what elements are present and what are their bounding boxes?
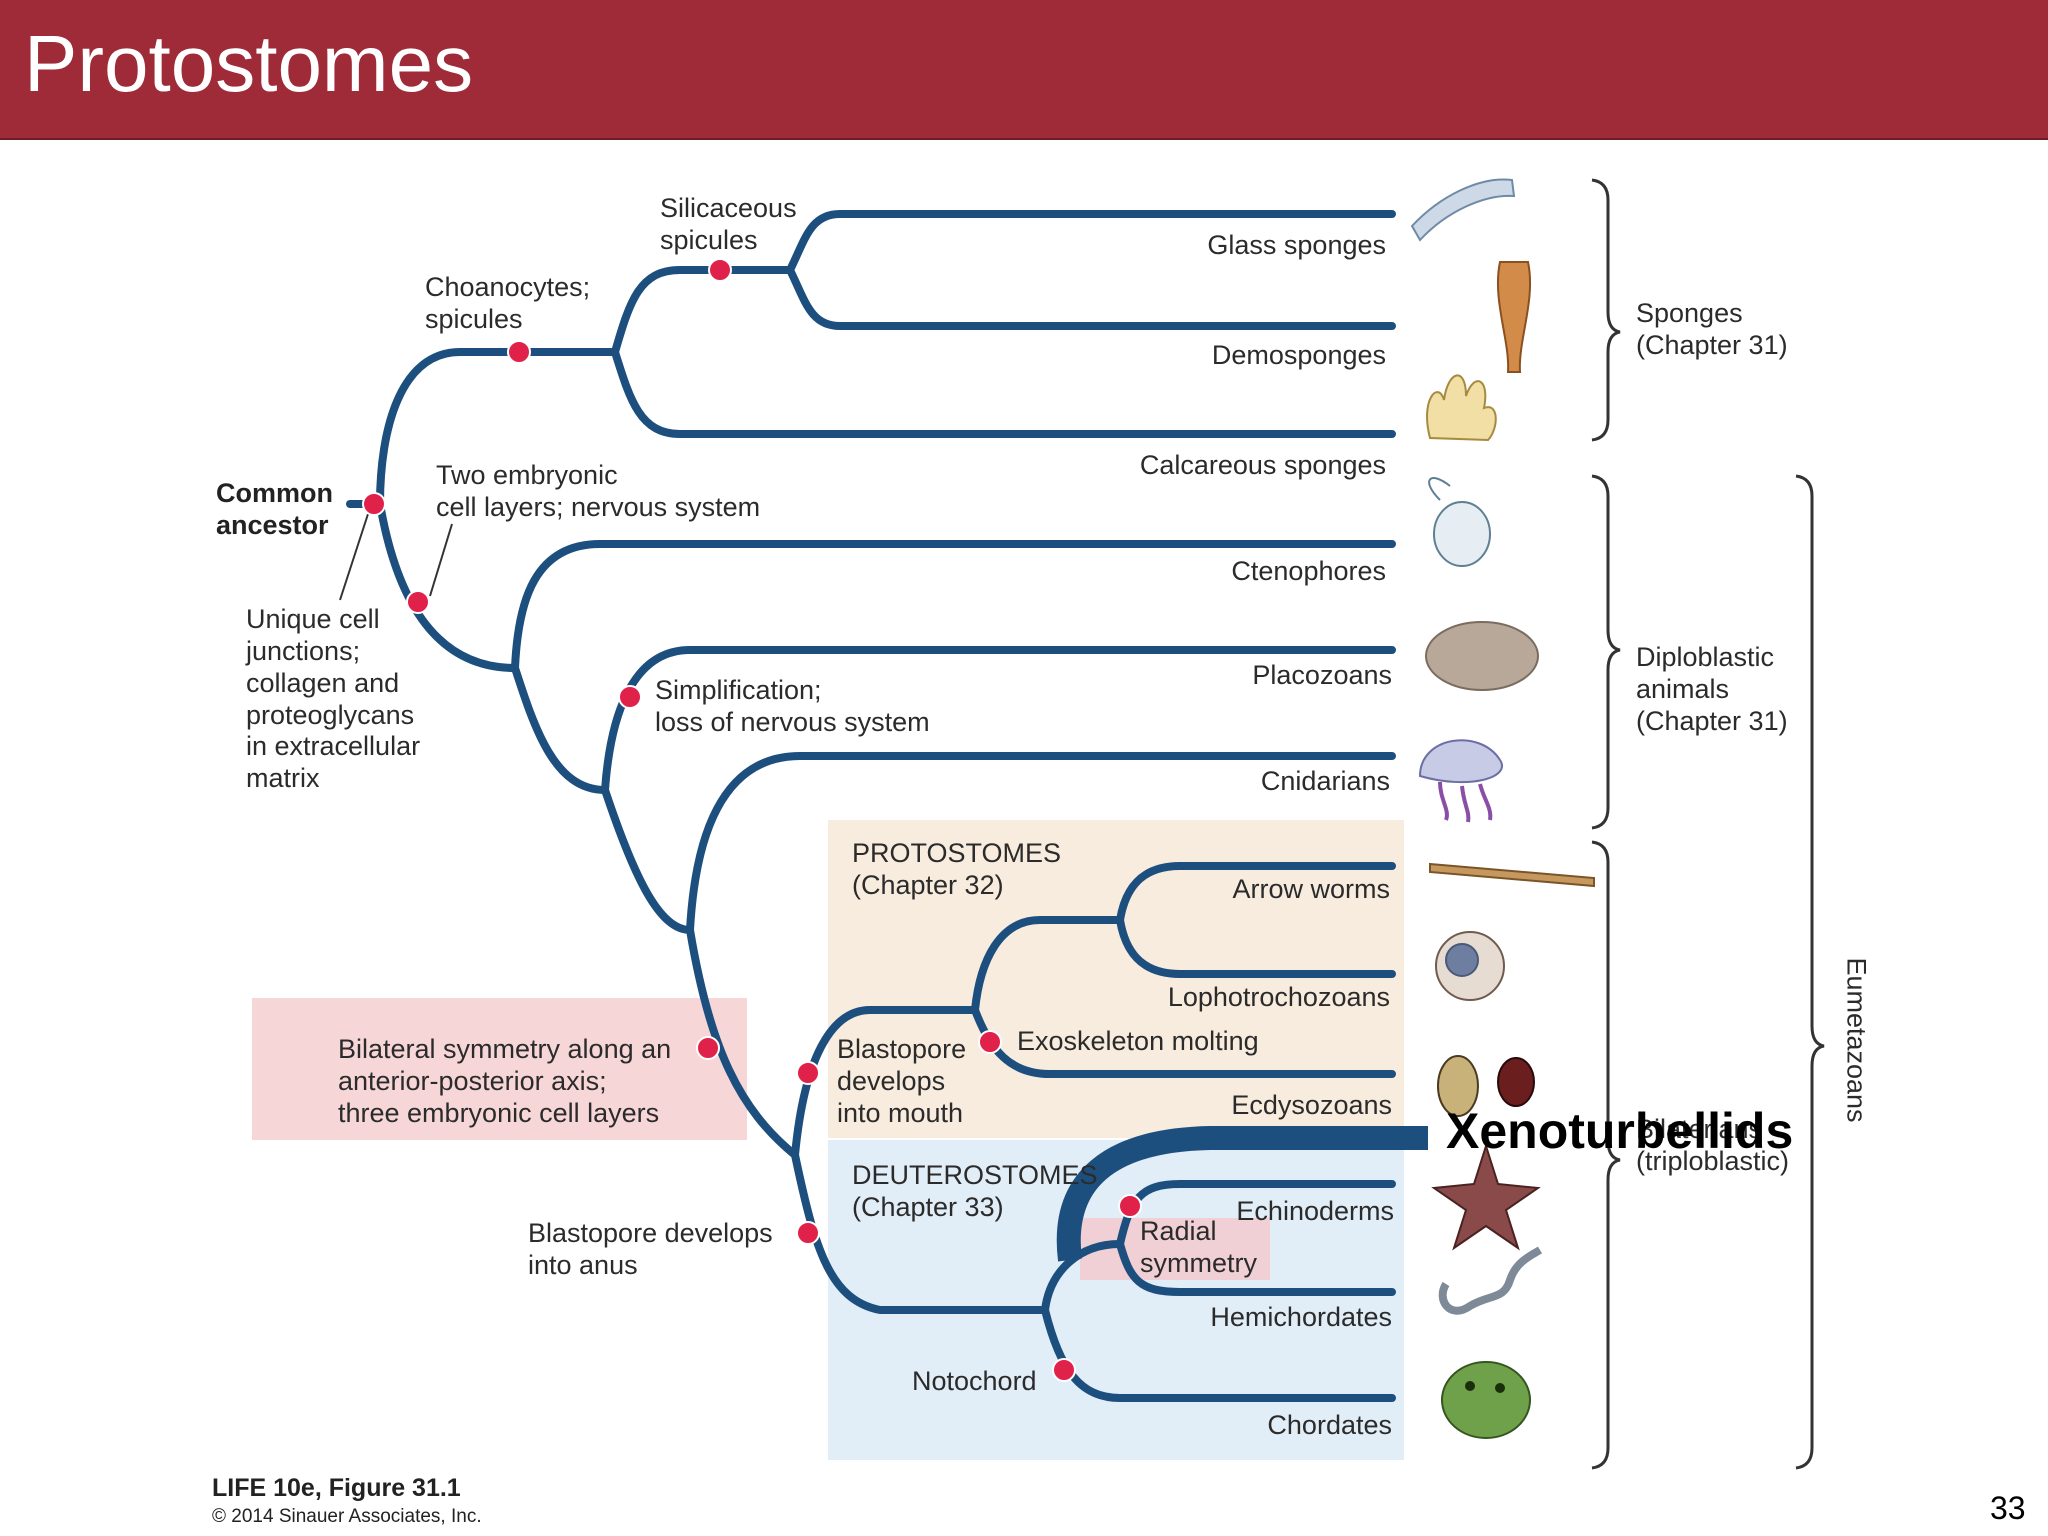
blastopore-anus-trait-label: Blastopore develops into anus	[528, 1218, 773, 1280]
protostomes-box	[828, 820, 1404, 1138]
nautilus-illustration	[1435, 931, 1505, 1001]
trait-markers	[362, 258, 1142, 1382]
trait-dot	[708, 258, 732, 282]
frog-illustration	[1441, 1361, 1531, 1439]
taxon-cnidarians: Cnidarians	[1260, 766, 1390, 796]
trait-dot	[796, 1061, 820, 1085]
trait-dot	[406, 590, 430, 614]
eumetazoans-group-label: Eumetazoans	[1841, 957, 1872, 1123]
notochord-trait-label: Notochord	[912, 1366, 1037, 1396]
acorn-worm-illustration	[1438, 1246, 1543, 1315]
diploblastic-group-label: Diploblastic animals (Chapter 31)	[1636, 642, 1788, 736]
trait-dot	[796, 1221, 820, 1245]
eumetazoans-brace	[1795, 474, 1825, 1470]
bilaterians-brace	[1591, 840, 1621, 1470]
slide-header: Protostomes	[0, 0, 2048, 140]
radial-trait-box	[1080, 1218, 1270, 1280]
taxon-echinoderms: Echinoderms	[1236, 1196, 1394, 1226]
diploblastic-brace	[1591, 474, 1621, 830]
taxon-hemichordates: Hemichordates	[1210, 1302, 1392, 1332]
trait-dot	[696, 1036, 720, 1060]
taxon-lophotrochozoans: Lophotrochozoans	[1167, 982, 1390, 1012]
simplification-trait-label: Simplification; loss of nervous system	[655, 675, 930, 737]
slide-title: Protostomes	[24, 19, 474, 108]
group-braces	[1591, 178, 1825, 1470]
taxon-chordates: Chordates	[1267, 1410, 1392, 1440]
blastopore-mouth-trait-label: Blastopore develops into mouth	[837, 1034, 967, 1128]
xenoturbellids-label: Xenoturbellids	[1446, 1103, 1794, 1159]
bilaterians-group-label: Bilaterians (triploblastic)	[1636, 1114, 1790, 1176]
bilateral-trait-box	[252, 998, 747, 1140]
trait-dot	[978, 1030, 1002, 1054]
taxon-ctenophores: Ctenophores	[1231, 556, 1386, 586]
organism-illustrations	[1410, 178, 1595, 1439]
taxon-demosponges: Demosponges	[1211, 340, 1386, 370]
taxon-ecdysozoans: Ecdysozoans	[1231, 1090, 1392, 1120]
cnidarian-illustration	[1418, 739, 1503, 823]
taxon-placozoans: Placozoans	[1252, 660, 1392, 690]
figure-credit: LIFE 10e, Figure 31.1	[212, 1474, 461, 1502]
arrow-worm-illustration	[1429, 862, 1595, 888]
copyright-line: © 2014 Sinauer Associates, Inc.	[212, 1506, 482, 1527]
taxon-calcareous-sponges: Calcareous sponges	[1139, 450, 1386, 480]
radial-trait-label: Radial symmetry	[1140, 1216, 1257, 1278]
deuterostomes-clade-label: DEUTEROSTOMES (Chapter 33)	[852, 1160, 1098, 1222]
two-layers-trait-label: Two embryonic cell layers; nervous syste…	[436, 460, 761, 522]
page-number: 33	[1990, 1490, 2026, 1526]
ctenophore-illustration	[1428, 477, 1491, 567]
protostomes-clade-label: PROTOSTOMES (Chapter 32)	[852, 838, 1062, 900]
xenoturbellid-branch	[1056, 1126, 1428, 1262]
trait-dot	[618, 685, 642, 709]
bilateral-trait-label: Bilateral symmetry along an anterior-pos…	[338, 1034, 672, 1128]
trait-dot	[507, 340, 531, 364]
taxon-arrow-worms: Arrow worms	[1232, 874, 1390, 904]
trait-dot	[362, 492, 386, 516]
glass-sponge-illustration	[1410, 178, 1516, 242]
root-trait-label: Unique cell junctions; collagen and prot…	[246, 604, 421, 794]
sponges-brace	[1591, 178, 1621, 442]
silicaceous-trait-label: Silicaceous spicules	[660, 193, 797, 255]
trait-dot	[1118, 1194, 1142, 1218]
pointer-lines	[339, 513, 453, 601]
placozoan-illustration	[1425, 621, 1539, 691]
sea-star-illustration	[1431, 1142, 1541, 1251]
trait-dot	[1052, 1358, 1076, 1382]
common-ancestor-label: Common ancestor	[216, 478, 333, 540]
exoskeleton-trait-label: Exoskeleton molting	[1017, 1026, 1259, 1056]
beetle-illustration	[1437, 1055, 1535, 1117]
calcareous-sponge-illustration	[1426, 374, 1497, 442]
deuterostomes-box	[828, 1140, 1404, 1460]
choanocytes-trait-label: Choanocytes; spicules	[425, 272, 591, 334]
demosponge-illustration	[1496, 261, 1532, 373]
sponges-group-label: Sponges (Chapter 31)	[1636, 298, 1788, 360]
taxon-glass-sponges: Glass sponges	[1207, 230, 1386, 260]
